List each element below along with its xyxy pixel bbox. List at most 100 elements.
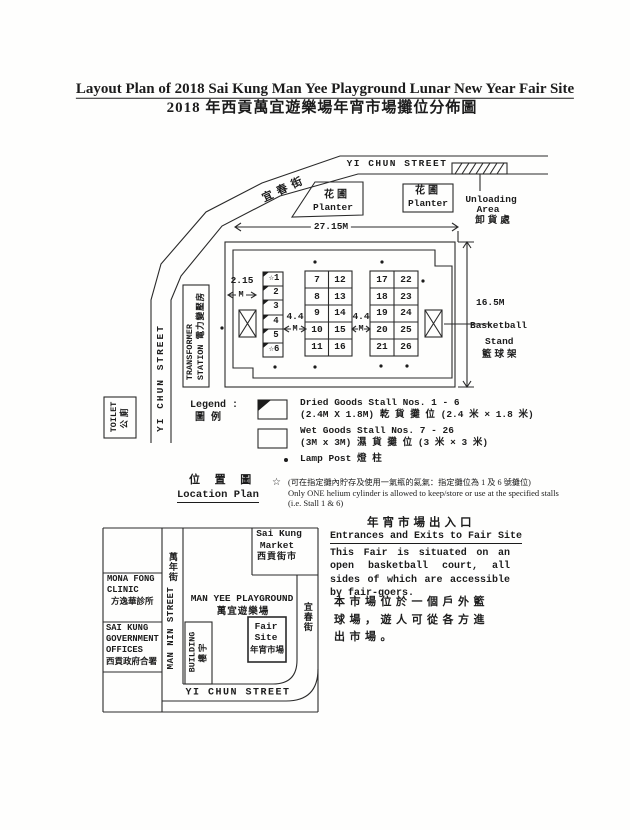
stall-2: 2 <box>273 287 279 298</box>
dimension-width-label: 27.15M <box>310 221 352 233</box>
stall-7: 7 <box>314 273 320 285</box>
stall-12: 12 <box>334 273 346 285</box>
stall-13: 13 <box>334 290 346 302</box>
toilet-line-zh: 公廁 <box>120 405 130 429</box>
stall-16: 16 <box>334 340 346 352</box>
basketball-stand-label-en2: Stand <box>485 336 514 347</box>
mona-fong-clinic-en2: CLINIC <box>107 585 139 595</box>
sai-kung-market-en2: Market <box>259 539 295 551</box>
mona-fong-clinic-zh: 方逸華診所 <box>111 597 154 607</box>
dried-corner-marks <box>263 272 269 348</box>
entrance-body-en: This Fair is situated on an open basketb… <box>330 548 510 600</box>
wet-stall-block-right <box>369 270 419 357</box>
legend-dried-line1: Dried Goods Stall Nos. 1 - 6 <box>300 397 460 408</box>
dimension-aisle2-unit: M <box>358 323 364 334</box>
stall-24: 24 <box>400 306 412 318</box>
court-outer-boundary <box>224 241 456 388</box>
helium-note-zh: (可在指定攤內貯存及使用一氣瓶的氦氣：指定攤位為 1 及 6 號攤位) <box>288 478 531 487</box>
transformer-line1: TRANSFORMER <box>185 324 195 381</box>
helium-note-star-icon: ☆ <box>272 477 281 488</box>
legend-title-zh: 圖 例 <box>195 413 222 424</box>
page-title-en: Layout Plan of 2018 Sai Kung Man Yee Pla… <box>75 80 575 99</box>
sai-kung-market-en1: Sai Kung <box>256 527 302 539</box>
govt-offices-en3: OFFICES <box>106 645 143 655</box>
legend-title-en: Legend : <box>190 400 239 411</box>
stall-19: 19 <box>376 306 388 318</box>
dimension-height-label: 16.5M <box>476 297 505 308</box>
page-title-zh: 2018 年西貢萬宜遊樂場年宵市場攤位分佈圖 <box>166 99 478 116</box>
legend-wet-line2: (3M x 3M) 濕 貨 攤 位 (3 米 × 3 米) <box>300 437 489 448</box>
location-plan-drawing <box>102 527 319 713</box>
stall-15: 15 <box>334 323 346 335</box>
planter-right-label-zh: 花圃 <box>415 186 441 198</box>
dimension-aisle2-arrows <box>351 325 371 333</box>
toilet-box <box>103 396 137 439</box>
fair-site-label-en1: Fair <box>254 620 278 632</box>
planter-left-shape <box>290 181 364 218</box>
entrance-body-zh-line1: 本市場位於一個戶外籃 <box>334 597 489 609</box>
stall-14: 14 <box>334 306 346 318</box>
building-line-zh: 樓宇 <box>198 641 208 663</box>
dimension-aisle1-unit: M <box>292 323 298 334</box>
stall-9: 9 <box>314 306 320 318</box>
unloading-area-label-en1: Unloading <box>465 193 517 205</box>
stall-6: ☆6 <box>268 344 280 355</box>
lamp-post-dots <box>220 260 425 369</box>
transformer-line2: STATION 電力變壓房 <box>196 291 206 381</box>
transformer-station-box <box>182 284 210 388</box>
building-line-en: BUILDING <box>187 631 198 673</box>
fair-site-box <box>247 616 287 663</box>
stall-8: 8 <box>314 290 320 302</box>
basketball-stand-right <box>424 309 443 338</box>
stall-25: 25 <box>400 323 412 335</box>
building-label: BUILDING 樓宇 <box>188 632 209 673</box>
basketball-stand-label-en1: Basketball <box>470 320 528 331</box>
unloading-area-hatch <box>451 162 508 191</box>
stall-5: 5 <box>273 330 279 341</box>
sai-kung-market-zh: 西貢街市 <box>256 552 298 563</box>
toilet-line-en: TOILET <box>109 401 119 433</box>
dimension-aisle1-arrows <box>282 325 308 333</box>
stall-18: 18 <box>376 290 388 302</box>
helium-note-en1: Only ONE helium cylinder is allowed to k… <box>288 488 559 498</box>
fair-site-label-zh: 年宵市場 <box>249 645 285 656</box>
toilet-label: TOILET 公廁 <box>109 402 131 433</box>
basketball-stand-label-zh: 籃球架 <box>482 349 520 360</box>
dimension-offset-left-arrows <box>226 291 258 299</box>
dimension-aisle2-value: 4.4 <box>352 310 370 322</box>
legend-wet-line1: Wet Goods Stall Nos. 7 - 26 <box>300 425 454 436</box>
planter-left-label-en: Planter <box>313 201 353 213</box>
street-label-yi-chun-right-zh: 宜春街 <box>301 602 312 632</box>
dimension-offset-left-value: 2.15 <box>230 274 254 286</box>
stall-17: 17 <box>376 273 388 285</box>
street-label-man-nin-zh: 萬年街 <box>166 552 177 582</box>
govt-offices-en2: GOVERNMENT <box>106 634 159 644</box>
legend-dried-symbol <box>257 399 288 420</box>
stall-1: ☆1 <box>268 273 280 284</box>
building-box <box>184 621 213 685</box>
location-plan-title-zh: 位 置 圖 <box>189 475 256 487</box>
entrance-title-zh: 年宵市場出入口 <box>367 517 476 530</box>
govt-offices-en1: SAI KUNG <box>106 623 149 633</box>
planter-right-label-en: Planter <box>408 197 448 209</box>
stall-23: 23 <box>400 290 412 302</box>
stall-10: 10 <box>311 323 323 335</box>
stall-22: 22 <box>400 273 412 285</box>
street-label-yi-chun-bottom: YI CHUN STREET <box>185 687 291 699</box>
street-label-yi-chun-left: YI CHUN STREET <box>154 324 166 432</box>
location-plan-title-en: Location Plan <box>177 489 259 503</box>
legend-lamp-label: Lamp Post 燈 柱 <box>300 453 382 464</box>
playground-label-en: MAN YEE PLAYGROUND <box>190 592 294 604</box>
entrance-body-zh-line3: 出市場。 <box>334 632 396 644</box>
stall-20: 20 <box>376 323 388 335</box>
govt-offices-zh: 西貢政府合署 <box>106 657 158 667</box>
stall-4: 4 <box>273 316 279 327</box>
dimension-height <box>458 241 474 388</box>
dimension-offset-left-unit: M <box>238 289 244 300</box>
street-label-yi-chun-top: YI CHUN STREET <box>346 157 448 169</box>
entrance-body-zh-line2: 球場，遊人可從各方進 <box>334 615 489 627</box>
planter-left-label-zh: 花圃 <box>324 190 350 202</box>
dimension-aisle1-value: 4.4 <box>286 310 304 322</box>
court-inner-boundary <box>232 249 453 379</box>
